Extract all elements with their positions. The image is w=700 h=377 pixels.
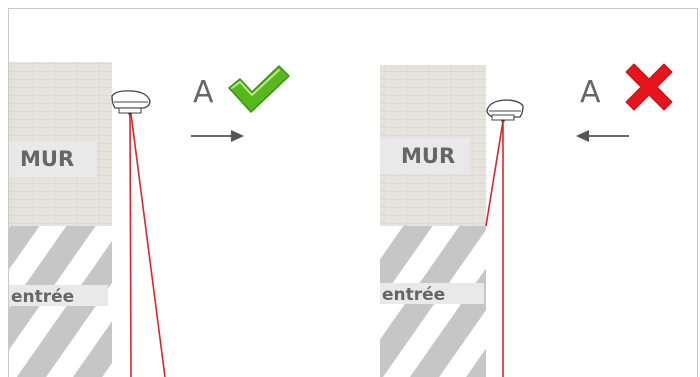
detector-icon xyxy=(486,99,524,123)
entrance-label-band xyxy=(380,283,484,304)
direction-label: A xyxy=(193,75,214,110)
direction-label: A xyxy=(580,75,601,110)
wall-label: MUR xyxy=(401,144,455,168)
entrance-label: entrée xyxy=(11,287,74,307)
diagram-frame xyxy=(8,8,698,377)
detection-beam-angled xyxy=(130,113,166,377)
panel-correct: MUR entrée A xyxy=(9,62,290,377)
entrance-label-band xyxy=(9,285,108,306)
wall-label: MUR xyxy=(20,147,74,171)
panel-incorrect: MUR entrée A xyxy=(380,63,673,377)
arrow-right-icon xyxy=(191,130,244,142)
wall-label-band xyxy=(380,138,470,174)
detection-beam-vertical xyxy=(129,113,132,377)
detection-beam-angled xyxy=(485,120,504,227)
wall-label-band xyxy=(9,141,97,177)
checkmark-icon xyxy=(228,65,290,113)
detector-icon xyxy=(111,90,151,116)
cross-icon xyxy=(625,63,673,111)
arrow-left-icon xyxy=(576,130,629,142)
entrance-label: entrée xyxy=(382,285,445,305)
